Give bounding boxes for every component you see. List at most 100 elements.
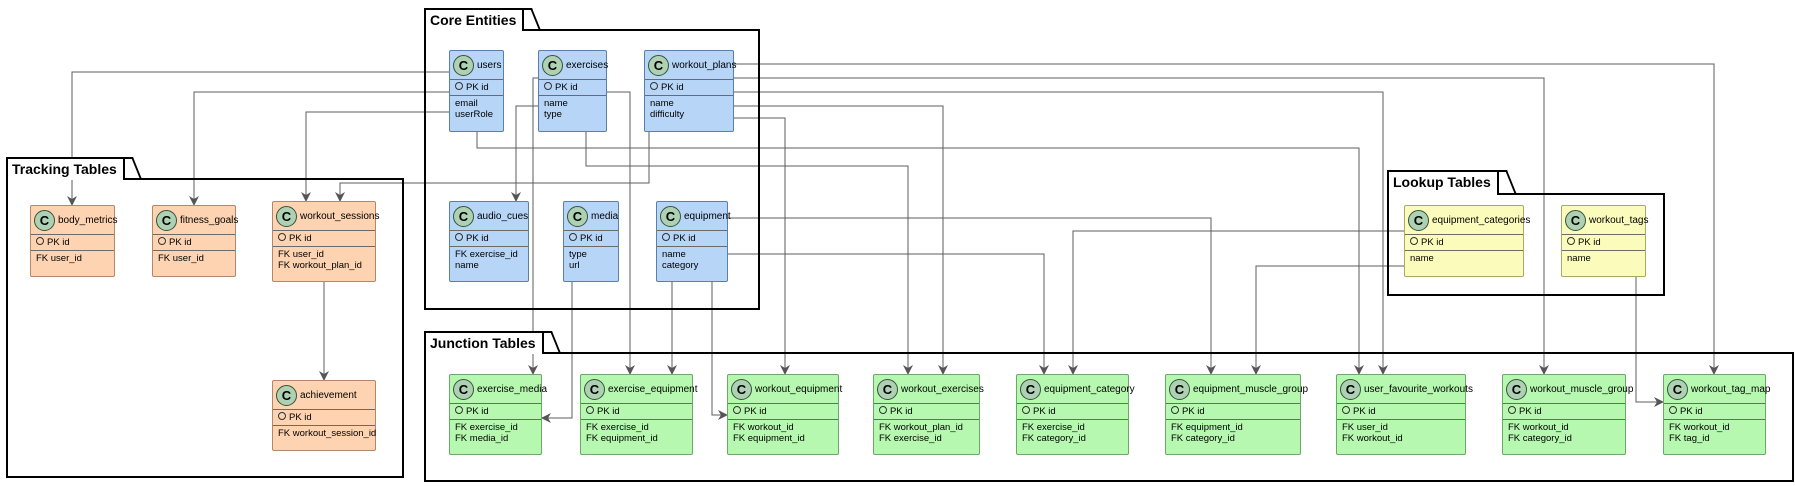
- field: FK user_id: [36, 253, 82, 264]
- primary-key-section: PK id: [539, 80, 606, 95]
- entity-name: achievement: [300, 389, 357, 401]
- field: FK exercise_id: [586, 422, 649, 433]
- entity-name: fitness_goals: [180, 214, 239, 226]
- edge-exercises-to-exercise-media: [528, 77, 538, 375]
- class-icon: C: [453, 54, 474, 76]
- divider: [31, 234, 114, 235]
- primary-key-section: PK id: [564, 231, 618, 246]
- entity-name: exercise_equipment: [608, 383, 698, 395]
- divider: [645, 79, 733, 80]
- divider: [1405, 234, 1523, 235]
- primary-key-field: PK id: [733, 406, 833, 417]
- divider: [874, 419, 979, 420]
- field: FK workout_id: [1669, 422, 1730, 433]
- divider: [657, 230, 727, 231]
- field: FK category_id: [1022, 433, 1086, 444]
- field: url: [569, 260, 580, 271]
- field: name: [544, 98, 568, 109]
- edge-equipment-categories-to-equipment-category: [1068, 230, 1404, 375]
- key-circle-icon: [455, 82, 463, 90]
- key-circle-icon: [158, 237, 166, 245]
- key-circle-icon: [879, 406, 887, 414]
- key-circle-icon: [1567, 237, 1575, 245]
- primary-key-field: PK id: [650, 82, 728, 93]
- primary-key-label: PK id: [47, 237, 70, 248]
- primary-key-label: PK id: [744, 406, 767, 417]
- field: FK equipment_id: [586, 433, 658, 444]
- primary-key-section: PK id: [1017, 404, 1128, 419]
- class-icon: C: [276, 384, 297, 406]
- primary-key-field: PK id: [158, 237, 230, 248]
- primary-key-section: PK id: [450, 404, 541, 419]
- primary-key-field: PK id: [1669, 406, 1760, 417]
- key-circle-icon: [1410, 237, 1418, 245]
- edge-equipment-to-equipment-muscle-group: [728, 217, 1216, 375]
- divider: [1664, 403, 1765, 404]
- primary-key-label: PK id: [1519, 406, 1542, 417]
- primary-key-field: PK id: [879, 406, 974, 417]
- edge-users-to-workout-sessions: [301, 111, 449, 202]
- field: email: [455, 98, 478, 109]
- entity-name: equipment: [684, 210, 731, 222]
- class-icon: C: [156, 209, 177, 231]
- class-icon: C: [877, 378, 898, 400]
- key-circle-icon: [586, 406, 594, 414]
- class-icon: C: [34, 209, 55, 231]
- field: FK tag_id: [1669, 433, 1710, 444]
- field: FK equipment_id: [733, 433, 805, 444]
- key-circle-icon: [1508, 406, 1516, 414]
- class-icon: C: [1565, 209, 1586, 231]
- edge-users-to-fitness-goals: [189, 91, 449, 206]
- primary-key-section: PK id: [31, 235, 114, 250]
- primary-key-label: PK id: [1680, 406, 1703, 417]
- field: FK media_id: [455, 433, 509, 444]
- entity-name: exercise_media: [477, 383, 548, 395]
- field: FK workout_id: [1508, 422, 1569, 433]
- key-circle-icon: [1342, 406, 1350, 414]
- field: type: [569, 249, 587, 260]
- entity-name: equipment_category: [1044, 383, 1135, 395]
- primary-key-section: PK id: [657, 231, 727, 246]
- entity-name: workout_muscle_group: [1530, 383, 1634, 395]
- divider: [273, 246, 375, 247]
- primary-key-section: PK id: [1503, 404, 1625, 419]
- primary-key-label: PK id: [1353, 406, 1376, 417]
- class-icon: C: [453, 378, 474, 400]
- primary-key-label: PK id: [1421, 237, 1444, 248]
- entity-name: workout_tags: [1589, 214, 1649, 226]
- key-circle-icon: [544, 82, 552, 90]
- divider: [1664, 419, 1765, 420]
- divider: [1562, 250, 1645, 251]
- field: name: [650, 98, 674, 109]
